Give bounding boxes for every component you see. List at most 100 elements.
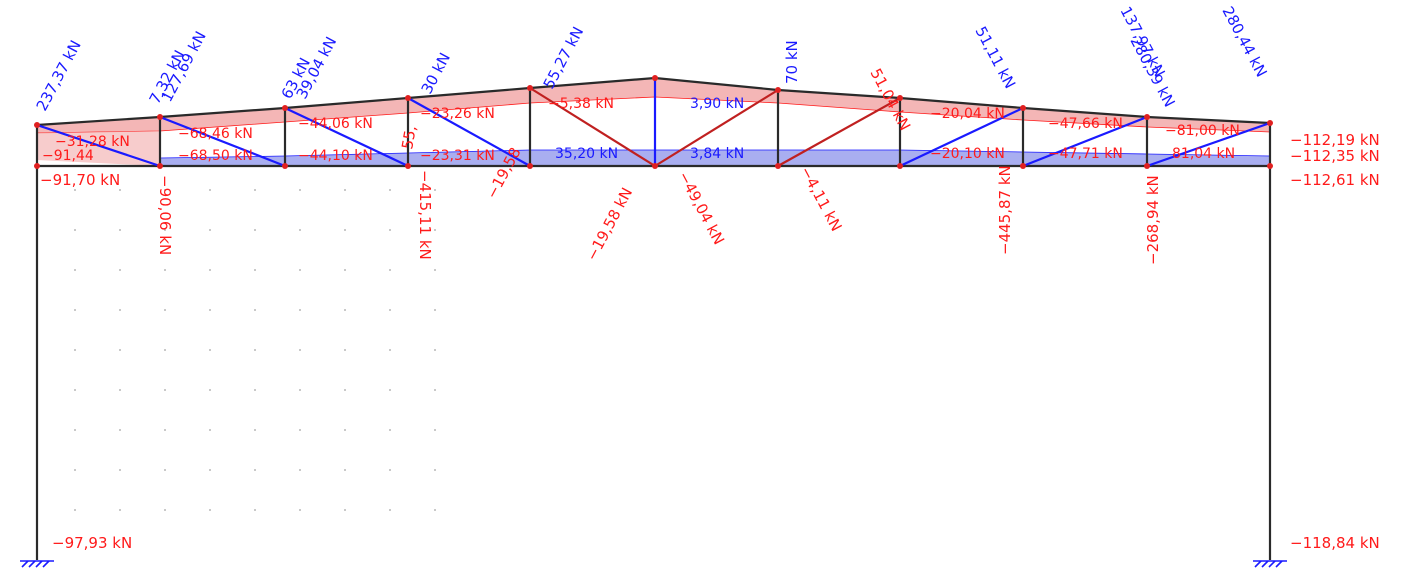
chord-force-label: 3,90 kN xyxy=(690,96,744,112)
node xyxy=(405,163,411,169)
chord-force-label: −81,00 kN xyxy=(1165,123,1240,139)
grid-dot xyxy=(164,389,166,391)
right-column-label-mid: −112,35 kN xyxy=(1290,147,1380,165)
chord-force-label: −47,71 kN xyxy=(1048,146,1123,162)
grid-dot xyxy=(74,509,76,511)
grid-dot xyxy=(209,229,211,231)
grid-dot xyxy=(209,389,211,391)
grid-dot xyxy=(74,309,76,311)
chord-force-label: −20,04 kN xyxy=(930,106,1005,122)
grid-dot xyxy=(389,189,391,191)
diagonal-center-right xyxy=(654,89,779,167)
chord-force-label: −44,06 kN xyxy=(298,116,373,132)
grid-dot xyxy=(119,509,121,511)
grid-dot xyxy=(299,269,301,271)
tension-diagonals xyxy=(36,78,1271,168)
grid-dot xyxy=(164,229,166,231)
grid-dot xyxy=(209,349,211,351)
diagonal-left-3 xyxy=(284,107,409,167)
grid-dot xyxy=(344,229,346,231)
grid-dot xyxy=(164,189,166,191)
top-chord-label: 51,11 kN xyxy=(971,23,1019,91)
grid-dot xyxy=(299,389,301,391)
top-chord-label: 70 kN xyxy=(783,40,801,84)
grid-dot xyxy=(254,509,256,511)
grid-dot xyxy=(119,429,121,431)
grid-dot xyxy=(434,389,436,391)
grid-dot xyxy=(389,349,391,351)
grid-dot xyxy=(254,229,256,231)
grid-dot xyxy=(209,469,211,471)
grid-dot xyxy=(119,349,121,351)
grid-dot xyxy=(209,429,211,431)
grid-dot xyxy=(299,189,301,191)
grid-dot xyxy=(164,469,166,471)
node xyxy=(1144,163,1150,169)
node xyxy=(282,163,288,169)
node xyxy=(1144,114,1150,120)
node xyxy=(775,87,781,93)
grid-dot xyxy=(389,429,391,431)
grid-dot xyxy=(209,509,211,511)
grid-dot xyxy=(74,269,76,271)
node xyxy=(34,163,40,169)
chord-force-label: −68,50 kN xyxy=(178,148,253,164)
chord-force-label: −47,66 kN xyxy=(1048,116,1123,132)
chord-force-label: −23,26 kN xyxy=(420,106,495,122)
chord-force-label: 3,84 kN xyxy=(690,146,744,162)
grid-dot xyxy=(74,389,76,391)
diagonal-left-1 xyxy=(36,123,161,168)
chord-force-label: −68,46 kN xyxy=(178,126,253,142)
compression-diagonals xyxy=(529,87,901,167)
grid-dot xyxy=(389,389,391,391)
grid-dot xyxy=(344,389,346,391)
grid-dot xyxy=(389,509,391,511)
diagonal-force-label: −90,06 kN xyxy=(156,175,174,255)
node xyxy=(1267,120,1273,126)
grid-dot xyxy=(209,269,211,271)
grid-dot xyxy=(344,469,346,471)
grid-dot xyxy=(74,189,76,191)
chord-force-label: 81,04 kN xyxy=(1172,146,1235,162)
node xyxy=(157,114,163,120)
diagonal-force-label: −415,11 kN xyxy=(416,170,434,260)
left-end-fill xyxy=(37,131,160,166)
diagonal-force-label: 55, xyxy=(398,124,420,151)
grid-dot xyxy=(344,509,346,511)
grid-dot xyxy=(344,309,346,311)
left-support-icon xyxy=(20,560,54,568)
grid-dot xyxy=(254,469,256,471)
grid-dot xyxy=(434,469,436,471)
node xyxy=(527,85,533,91)
grid-dot xyxy=(299,309,301,311)
right-column-label-bottom: −112,61 kN xyxy=(1290,171,1380,189)
grid-dot xyxy=(389,269,391,271)
node xyxy=(282,105,288,111)
grid-dot xyxy=(389,309,391,311)
grid-dot xyxy=(434,509,436,511)
grid-dot xyxy=(299,229,301,231)
diagonal-right-2 xyxy=(1022,115,1148,168)
grid-dot xyxy=(299,469,301,471)
node xyxy=(897,163,903,169)
top-chord-label: 237,37 kN xyxy=(33,37,85,114)
grid-dot xyxy=(254,269,256,271)
node xyxy=(897,95,903,101)
grid-dot xyxy=(254,189,256,191)
node xyxy=(405,95,411,101)
node xyxy=(527,163,533,169)
grid-dot xyxy=(434,189,436,191)
chord-force-label: −91,44 xyxy=(42,148,94,164)
grid-dot xyxy=(434,269,436,271)
grid-dot xyxy=(164,309,166,311)
grid-dot xyxy=(434,429,436,431)
grid-dot xyxy=(74,429,76,431)
diagonal-left-4 xyxy=(407,97,531,167)
diagonal-force-label: −445,87 kN xyxy=(996,165,1014,255)
diagonal-center-left xyxy=(529,87,656,167)
background-grid-dots xyxy=(74,189,436,511)
diagonal-right-3 xyxy=(1146,121,1271,168)
chord-force-label: −20,10 kN xyxy=(930,146,1005,162)
grid-dot xyxy=(299,349,301,351)
